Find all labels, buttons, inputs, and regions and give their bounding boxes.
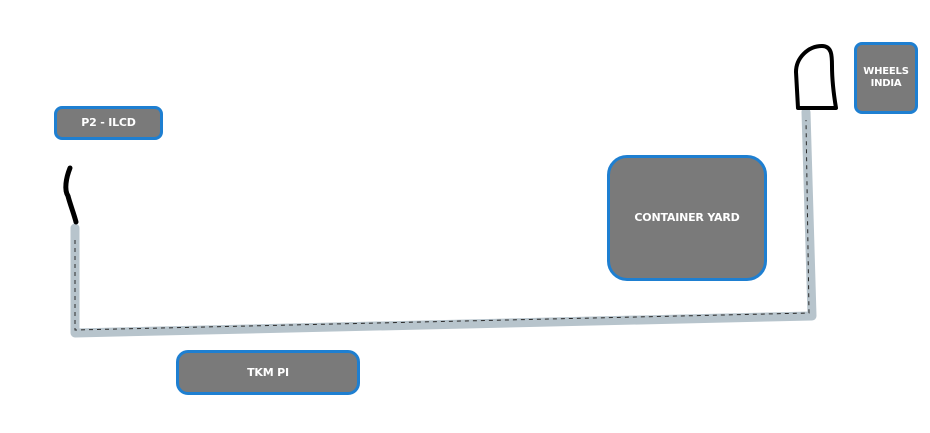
facility-p2-ilcd[interactable]: P2 - ILCD	[54, 106, 163, 140]
facility-label: P2 - ILCD	[81, 116, 136, 130]
facility-tkm-pi[interactable]: TKM PI	[176, 350, 360, 395]
track-end-marker-icon	[63, 165, 79, 225]
facility-label: WHEELS INDIA	[863, 66, 909, 89]
rail-track-centerline	[74, 119, 810, 331]
facility-label: CONTAINER YARD	[634, 211, 740, 225]
facility-wheels-india[interactable]: WHEELS INDIA	[854, 42, 918, 114]
facility-label: TKM PI	[247, 365, 289, 379]
track-loop-marker-icon	[794, 44, 838, 110]
facility-container-yard[interactable]: CONTAINER YARD	[607, 155, 767, 281]
